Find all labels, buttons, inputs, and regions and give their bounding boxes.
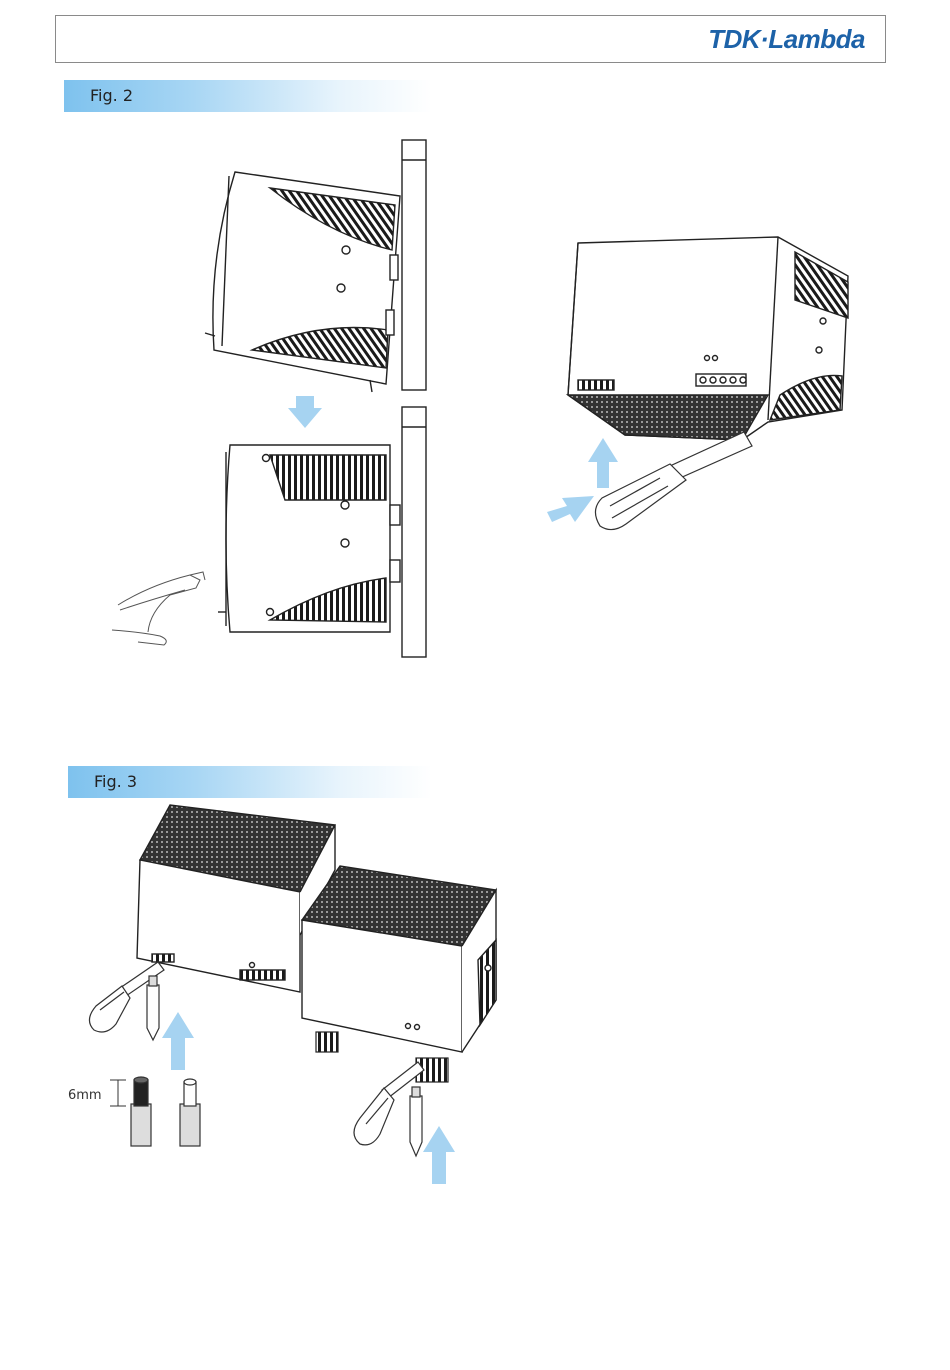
fig-3-dimension-label: 6mm [68, 1088, 102, 1103]
fig-3-small-unit [302, 866, 496, 1052]
fig-2-screwdriver [595, 432, 752, 530]
fig-2-diagonal-arrow [547, 496, 594, 522]
fig-2-tilted-unit [205, 140, 426, 392]
fig-3-dimension-marker [110, 1080, 126, 1106]
din-rail-upper [402, 140, 426, 390]
fig-2-unit-bottom-view [568, 237, 848, 440]
fig-2-down-arrow [288, 396, 322, 428]
fig-3-up-arrow-left [162, 1012, 194, 1070]
fig-3-up-arrow-right [423, 1126, 455, 1184]
din-rail-lower [402, 407, 426, 657]
fig-2-hand [112, 572, 205, 645]
fig-2-up-arrow [588, 438, 618, 488]
fig-2-mounted-unit [218, 407, 426, 657]
